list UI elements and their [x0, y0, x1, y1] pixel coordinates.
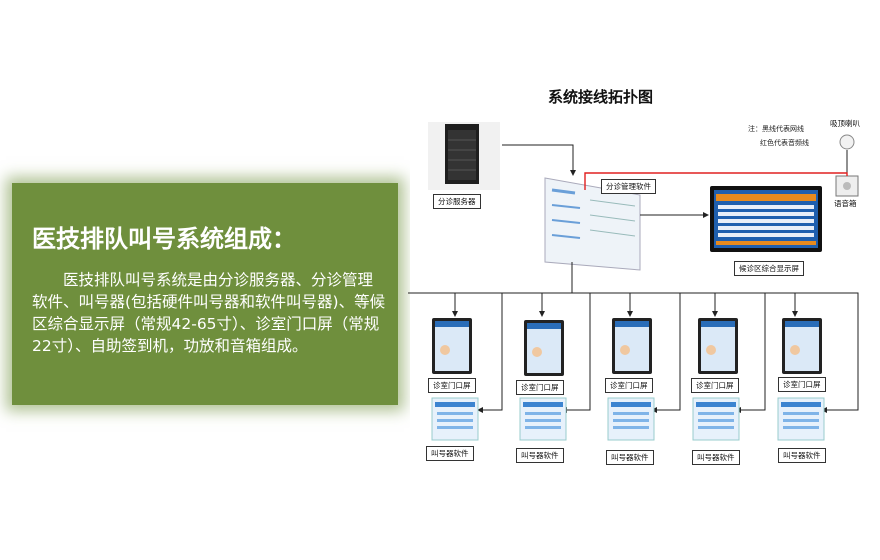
caller-software-icon — [607, 397, 655, 441]
caller-software-label: 叫号器软件 — [778, 448, 826, 463]
door-screens — [432, 318, 822, 376]
waiting-area-display-icon — [710, 186, 822, 252]
caller-software-icon — [692, 397, 740, 441]
door-screen-label: 诊室门口屏 — [605, 378, 653, 393]
software-label: 分诊管理软件 — [601, 179, 656, 194]
summary-panel: 医技排队叫号系统组成： 医技排队叫号系统是由分诊服务器、分诊管理软件、叫号器(包… — [12, 183, 398, 405]
legend-note-audio: 红色代表音频线 — [760, 139, 809, 147]
door-screen-icon — [524, 320, 564, 376]
door-screen-icon — [698, 318, 738, 374]
server-rack-icon — [428, 122, 500, 190]
management-software-icon — [544, 177, 641, 271]
diagram-title: 系统接线拓扑图 — [548, 88, 654, 106]
ceiling-speaker-label: 吸顶喇叭 — [830, 119, 860, 128]
panel-body: 医技排队叫号系统是由分诊服务器、分诊管理软件、叫号器(包括硬件叫号器和软件叫号器… — [32, 271, 386, 355]
caller-softwares — [431, 397, 825, 441]
caller-software-label: 叫号器软件 — [692, 450, 740, 465]
caller-software-icon — [777, 397, 825, 441]
server-label: 分诊服务器 — [433, 194, 481, 209]
caller-software-label: 叫号器软件 — [426, 446, 474, 461]
caller-software-label: 叫号器软件 — [516, 448, 564, 463]
door-screen-label: 诊室门口屏 — [428, 378, 476, 393]
speaker-box-icon — [835, 175, 859, 197]
caller-software-icon — [431, 397, 479, 441]
door-screen-label: 诊室门口屏 — [691, 378, 739, 393]
door-screen-icon — [612, 318, 652, 374]
caller-software-label: 叫号器软件 — [606, 450, 654, 465]
speaker-box-label: 语音箱 — [834, 199, 857, 208]
network-lines — [408, 144, 859, 413]
waiting-screen-label: 候诊区综合显示屏 — [734, 261, 804, 276]
door-screen-icon — [432, 318, 472, 374]
audio-lines — [584, 172, 848, 190]
ceiling-speaker-icon — [839, 134, 855, 176]
legend-note-network: 注：黑线代表网线 — [748, 125, 804, 133]
door-screen-icon — [782, 318, 822, 374]
door-screen-label: 诊室门口屏 — [516, 380, 564, 395]
door-screen-label: 诊室门口屏 — [778, 377, 826, 392]
caller-software-icon — [519, 397, 567, 441]
panel-title: 医技排队叫号系统组成： — [32, 225, 296, 253]
